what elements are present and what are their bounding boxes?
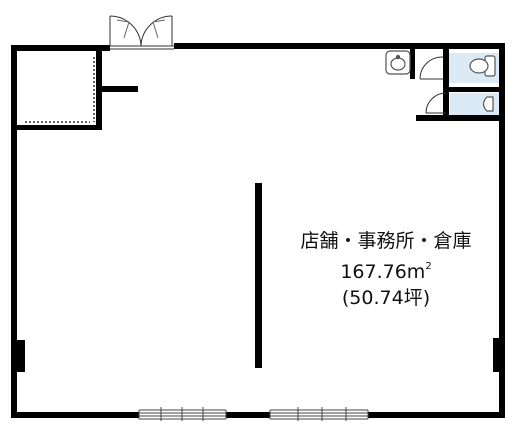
sliding-window-right-icon[interactable] — [269, 407, 369, 421]
wall-top-right — [174, 43, 505, 49]
sliding-window-left-icon[interactable] — [138, 407, 227, 421]
column-left — [17, 340, 25, 372]
closet-stub-wall — [102, 86, 138, 92]
toilet-icon — [469, 55, 496, 77]
column-right — [493, 338, 501, 372]
area-sqm-unit: m — [406, 261, 426, 283]
restroom-wall-bottom — [416, 115, 505, 121]
closet-wall-right — [96, 49, 102, 129]
urinal-door-swing-icon — [425, 92, 447, 114]
wall-top-left — [11, 45, 110, 51]
entrance-double-door-icon[interactable] — [109, 15, 174, 50]
area-sqm-sup: 2 — [425, 261, 432, 272]
area-sqm-label: 167.76m2 — [268, 254, 504, 285]
wall-bottom-right — [368, 412, 505, 418]
urinal-icon — [482, 96, 494, 112]
toilet-door-swing-icon — [419, 56, 444, 80]
restroom-wall-left — [443, 49, 449, 121]
room-label: 店舗・事務所・倉庫 167.76m2 (50.74坪) — [268, 228, 504, 311]
wall-right — [499, 43, 505, 418]
area-sqm-number: 167.76 — [340, 261, 407, 283]
wall-bottom-left — [11, 412, 139, 418]
area-tsubo-label: (50.74坪) — [341, 287, 431, 309]
center-partition — [255, 183, 262, 368]
wall-left — [11, 45, 17, 418]
storage-closet — [17, 49, 138, 130]
washbasin-wall — [410, 49, 415, 79]
washbasin-icon — [385, 50, 411, 75]
outer-walls — [11, 43, 505, 418]
structural-columns — [17, 338, 501, 372]
room-use-label: 店舗・事務所・倉庫 — [300, 230, 472, 252]
restroom-partitions — [410, 49, 505, 121]
wall-bottom-middle — [226, 412, 270, 418]
closet-wall-bottom — [17, 125, 102, 130]
restroom-wall-mid — [443, 87, 505, 92]
